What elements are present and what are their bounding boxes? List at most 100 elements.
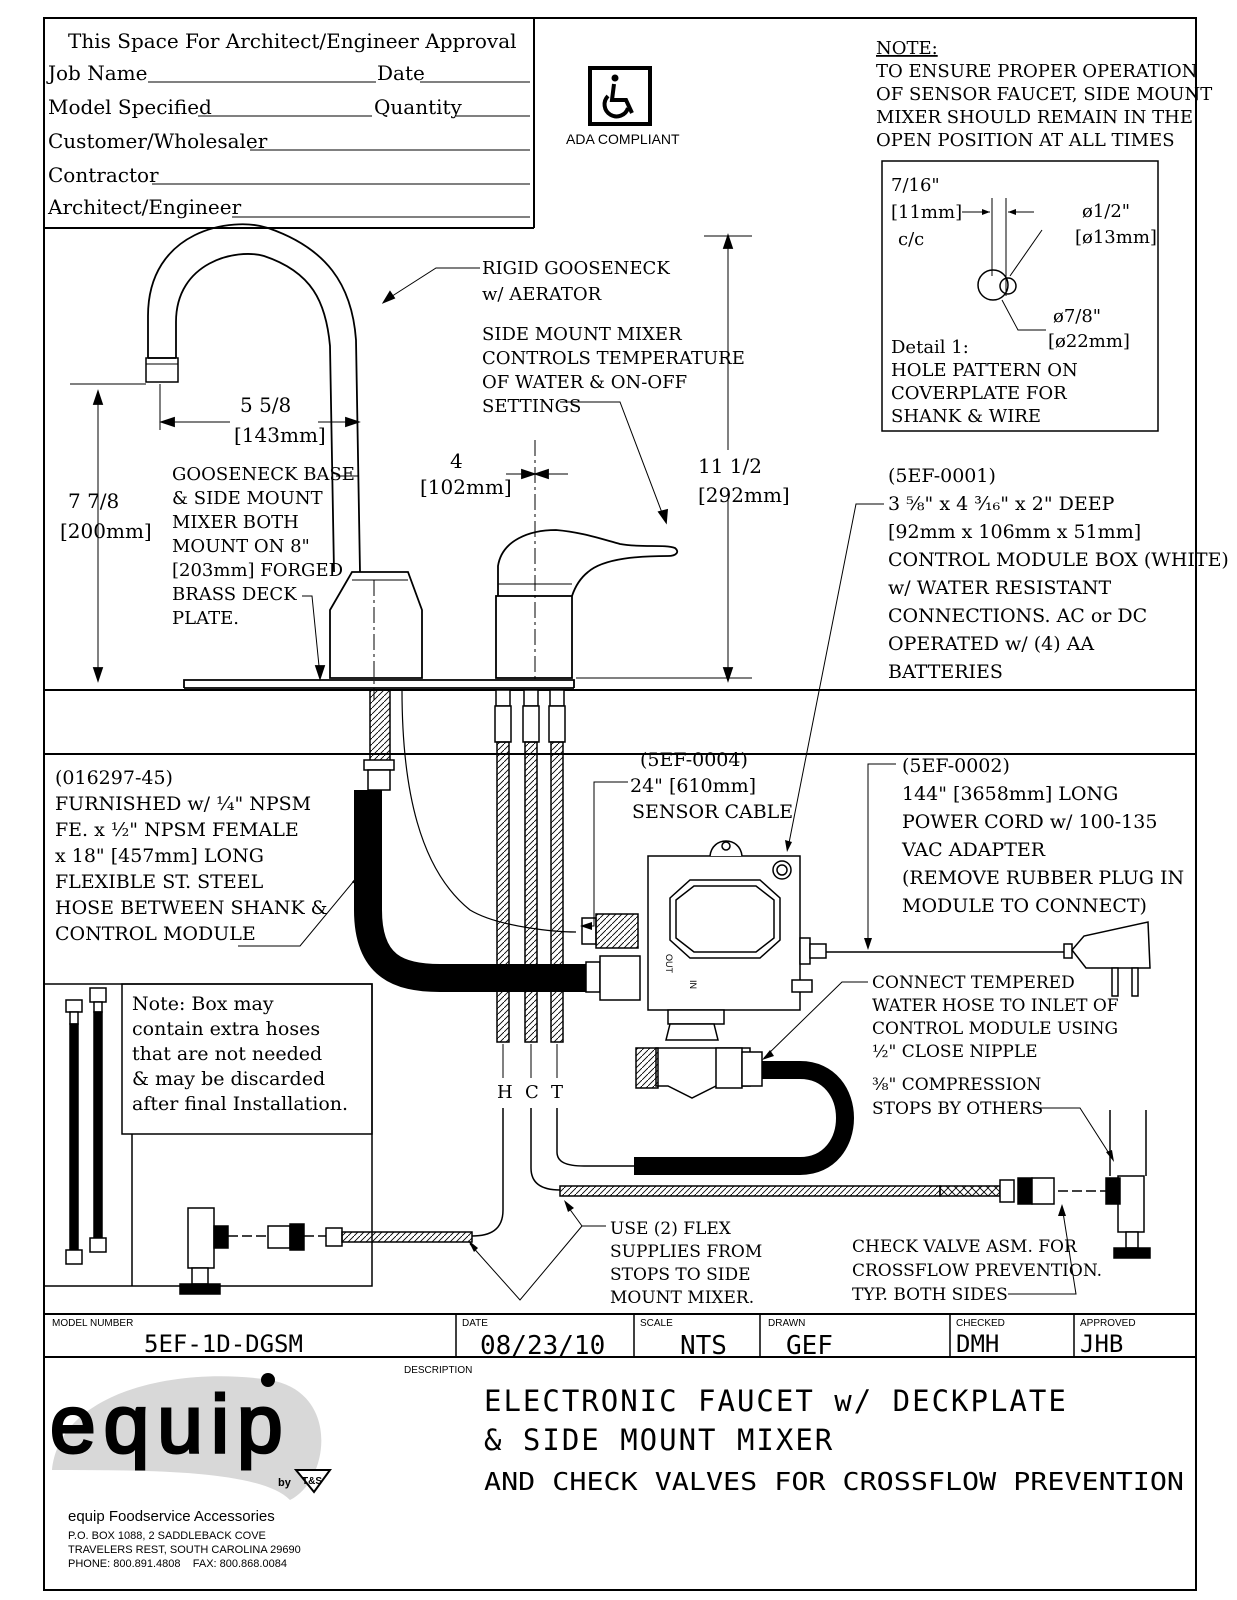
drawing-text: DESCRIPTION: [404, 1365, 472, 1376]
drawing-date: 08/23/10: [480, 1331, 605, 1361]
gooseneck-base: [329, 571, 423, 679]
tempered-callout: CONNECT TEMPERED WATER HOSE TO INLET OF …: [762, 973, 1119, 1062]
drawing-text: BRASS DECK: [172, 584, 297, 605]
drawing-text: STOPS TO SIDE: [610, 1265, 751, 1285]
drawing-text: 4: [450, 449, 463, 473]
drawing-scale: NTS: [680, 1331, 727, 1361]
drawing-text: SCALE: [640, 1318, 673, 1329]
power-adapter: [826, 921, 1151, 997]
flex-supplies-callout: USE (2) FLEX SUPPLIES FROM STOPS TO SIDE…: [468, 1200, 762, 1308]
drawing-text: 24" [610mm]: [630, 775, 756, 797]
drawing-text: C: [525, 1082, 539, 1103]
drawing-text: that are not needed: [132, 1043, 322, 1065]
drawing-text: ø1/2": [1082, 201, 1130, 222]
model-number: 5EF-1D-DGSM: [144, 1330, 303, 1358]
drawing-text: HOSE BETWEEN SHANK &: [55, 897, 328, 919]
drawing-text: 5 5/8: [240, 393, 291, 417]
quantity-label: Quantity: [374, 95, 463, 119]
drawing-text: FURNISHED w/ ¼" NPSM: [55, 793, 311, 815]
drawing-text: c/c: [898, 229, 924, 250]
drawing-text: [102mm]: [420, 475, 512, 499]
drawing-text: & may be discarded: [132, 1068, 325, 1090]
drawing-text: CHECK VALVE ASM. FOR: [852, 1237, 1078, 1257]
ada-label: ADA COMPLIANT: [566, 131, 680, 147]
drawing-text: T&S: [302, 1476, 322, 1487]
drawing-text: MODEL NUMBER: [52, 1318, 133, 1329]
drawing-text: 11 1/2: [698, 454, 762, 478]
drawing-text: PLATE.: [172, 608, 239, 629]
drawing-text: SETTINGS: [482, 396, 581, 417]
drawing-text: & SIDE MOUNT: [172, 488, 323, 509]
drawing-text: w/ WATER RESISTANT: [888, 577, 1112, 599]
wheelchair-icon: [602, 74, 634, 119]
drawing-text: BATTERIES: [888, 661, 1003, 683]
box-note: Note: Box may contain extra hoses that a…: [43, 983, 373, 1287]
drawing-text: 7 7/8: [68, 489, 119, 513]
drawing-text: SIDE MOUNT MIXER: [482, 324, 682, 345]
drawing-text: MOUNT ON 8": [172, 536, 310, 557]
drawing-text: TYP. BOTH SIDES: [852, 1285, 1008, 1305]
ada-badge: ADA COMPLIANT: [566, 66, 680, 147]
drawing-text: WATER HOSE TO INLET OF: [872, 996, 1119, 1016]
drawing-text: P.O. BOX 1088, 2 SADDLEBACK COVE: [68, 1530, 266, 1542]
drawing-text: MIXER BOTH: [172, 512, 299, 533]
drawing-text: TO ENSURE PROPER OPERATION: [876, 61, 1197, 82]
hct-labels: H C T: [497, 1044, 563, 1103]
control-box-callout: (5EF-0001) 3 ⅝" x 4 ³⁄₁₆" x 2" DEEP [92m…: [785, 465, 1229, 852]
drawing-text: T: [551, 1082, 563, 1103]
elevation-labels: RIGID GOOSENECK w/ AERATOR SIDE MOUNT MI…: [60, 258, 790, 629]
drawing-text: ø7/8": [1053, 306, 1101, 327]
drawing-text: CONTROL MODULE BOX (WHITE): [888, 549, 1229, 571]
drawing-text: SUPPLIES FROM: [610, 1242, 762, 1262]
drawing-text: Detail 1:: [891, 337, 969, 358]
stops-callout: ⅜" COMPRESSION STOPS BY OTHERS: [872, 1075, 1114, 1162]
drawing-text: OF WATER & ON-OFF: [482, 372, 687, 393]
drawn-by: GEF: [786, 1331, 833, 1361]
job-name-label: Job Name: [46, 61, 147, 85]
description-line-2: & SIDE MOUNT MIXER: [484, 1423, 834, 1457]
gooseneck-spout: [147, 223, 361, 573]
drawing-text: [203mm] FORGED: [172, 560, 343, 581]
drawing-text: CONTROL MODULE: [55, 923, 256, 945]
drawing-text: (016297-45): [55, 767, 173, 789]
drawing-text: HOLE PATTERN ON: [891, 360, 1078, 381]
sheet-frame: [43, 17, 1197, 1591]
drawing-text: MIXER SHOULD REMAIN IN THE: [876, 107, 1193, 128]
architect-label: Architect/Engineer: [47, 195, 242, 219]
module-marks: OUT IN: [664, 954, 698, 989]
drawing-text: RIGID GOOSENECK: [482, 258, 670, 279]
drawing-text: FLEXIBLE ST. STEEL: [55, 871, 264, 893]
note-proper-operation: NOTE: TO ENSURE PROPER OPERATION OF SENS…: [876, 38, 1212, 151]
drawing-text: GOOSENECK BASE: [172, 464, 355, 485]
note-title: NOTE:: [876, 38, 938, 59]
drawing-text: OUT: [664, 954, 674, 974]
drawing-text: DRAWN: [768, 1318, 805, 1329]
model-specified-label: Model Specified: [48, 95, 212, 119]
drawing-text: [92mm x 106mm x 51mm]: [888, 521, 1141, 543]
drawing-text: [ø22mm]: [1048, 331, 1130, 352]
plumbing-assembly: [179, 689, 1151, 1295]
drawing-text: H: [497, 1082, 513, 1103]
drawing-text: (5EF-0002): [902, 755, 1010, 777]
checked-by: DMH: [956, 1330, 999, 1358]
drawing-text: IN: [688, 980, 698, 989]
drawing-text: (5EF-0004): [640, 749, 748, 771]
approved-by: JHB: [1080, 1330, 1123, 1358]
drawing-text: COVERPLATE FOR: [891, 383, 1067, 404]
check-valve-callout: CHECK VALVE ASM. FOR CROSSFLOW PREVENTIO…: [852, 1204, 1102, 1305]
drawing-text: x 18" [457mm] LONG: [55, 845, 264, 867]
mixer-body: [495, 595, 573, 679]
drawing-text: OF SENSOR FAUCET, SIDE MOUNT: [876, 84, 1212, 105]
deck-plate: [183, 679, 575, 688]
drawing-text: OPEN POSITION AT ALL TIMES: [876, 130, 1175, 151]
drawing-text: (REMOVE RUBBER PLUG IN: [902, 867, 1184, 889]
description-line-3: AND CHECK VALVES FOR CROSSFLOW PREVENTIO…: [484, 1467, 1184, 1496]
drawing-text: [200mm]: [60, 519, 152, 543]
power-cord-callout: (5EF-0002) 144" [3658mm] LONG POWER CORD…: [864, 755, 1184, 950]
approval-block: This Space For Architect/Engineer Approv…: [46, 29, 530, 219]
company-name: equip Foodservice Accessories: [68, 1508, 275, 1525]
drawing-text: USE (2) FLEX: [610, 1219, 732, 1239]
drawing-text: APPROVED: [1080, 1318, 1136, 1329]
drawing-text: STOPS BY OTHERS: [872, 1099, 1043, 1119]
title-block: MODEL NUMBER 5EF-1D-DGSM DATE 08/23/10 S…: [44, 1313, 1196, 1496]
